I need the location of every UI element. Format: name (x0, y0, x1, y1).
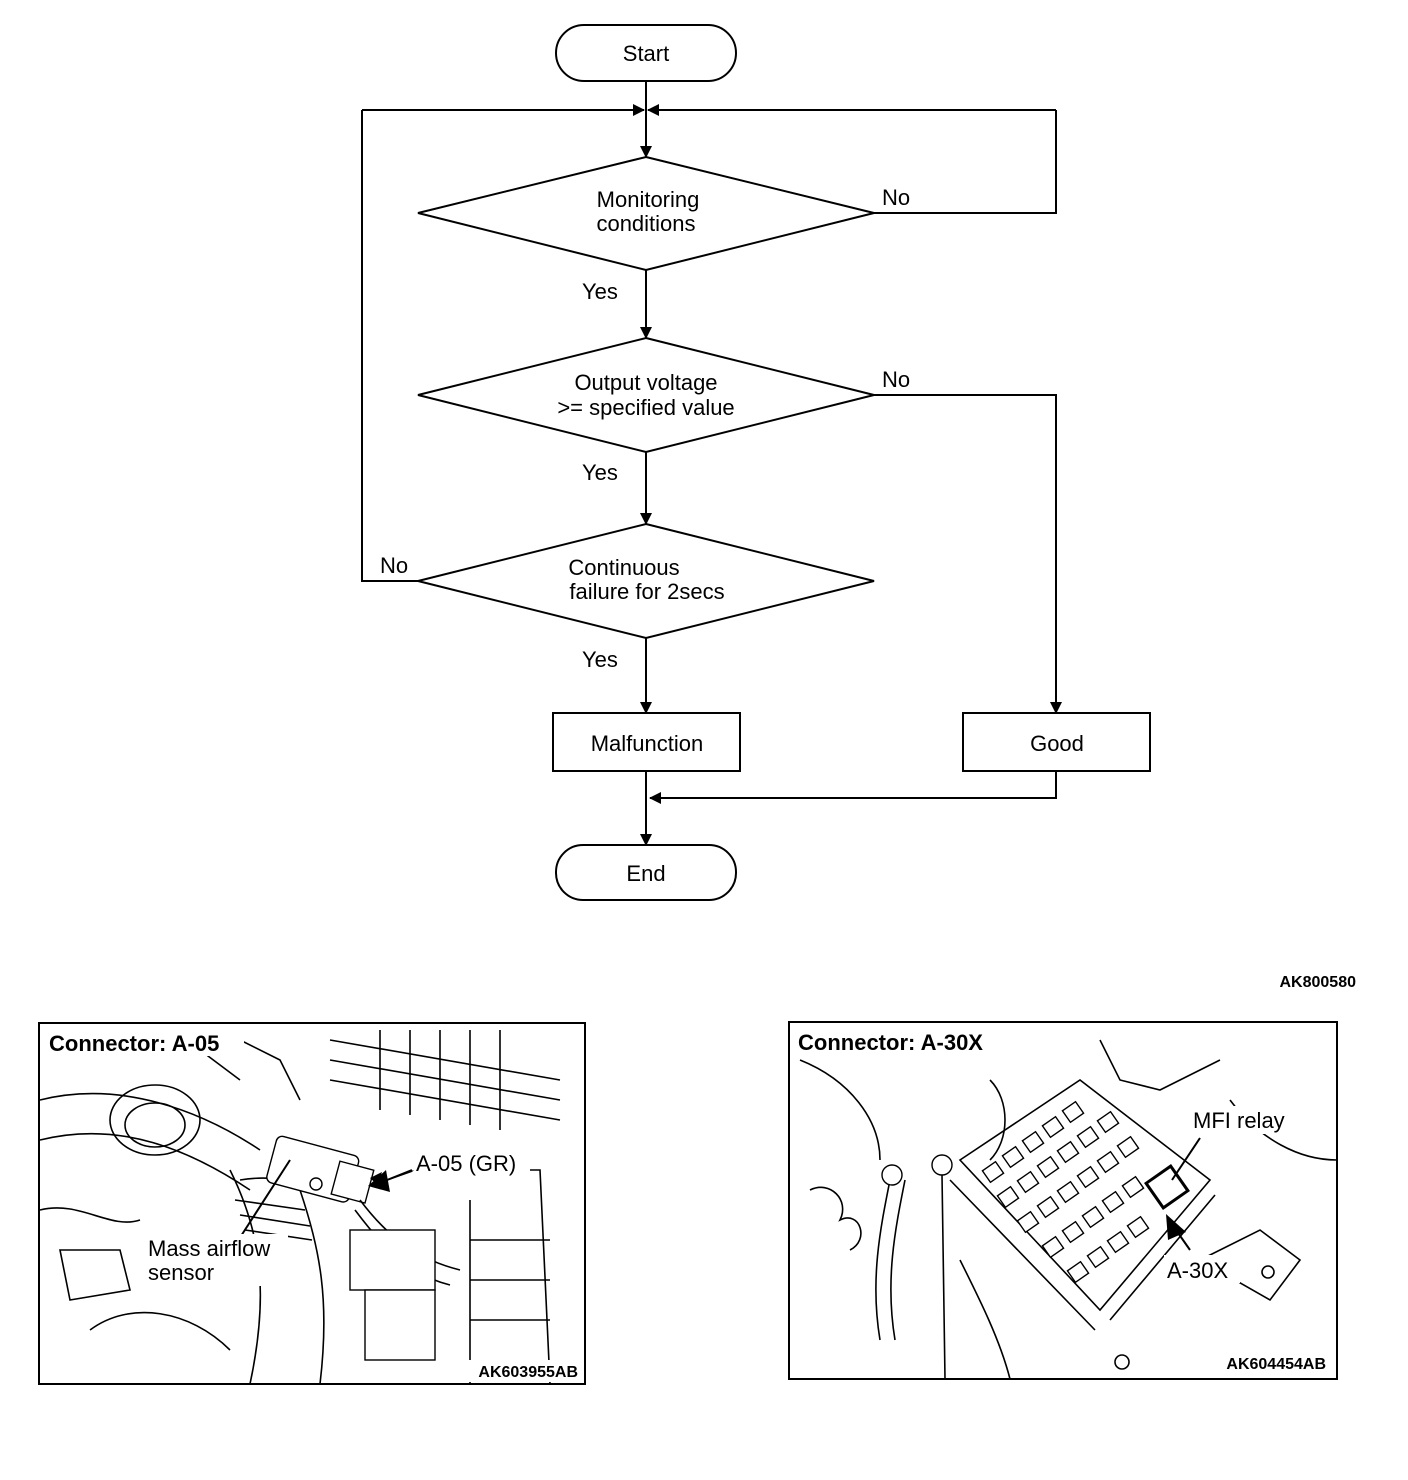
mass-airflow-label-line2: sensor (148, 1260, 214, 1285)
decision3-no-path (361, 110, 418, 582)
malfunction-label: Malfunction (591, 731, 704, 756)
a05-photo-code: AK603955AB (478, 1364, 578, 1381)
mfi-relay-label: MFI relay (1193, 1108, 1285, 1133)
decision1-no-path (874, 110, 1057, 214)
figure-code: AK800580 (1280, 974, 1357, 991)
a05-title: Connector: A-05 (49, 1031, 219, 1056)
a05-callout: A-05 (GR) (416, 1151, 516, 1176)
decision1-no-label: No (882, 185, 910, 210)
decision1-line2: conditions (596, 211, 695, 236)
mfi-relay (1144, 1164, 1190, 1210)
decision2-no-path (874, 394, 1062, 714)
mass-airflow-label-line1: Mass airflow (148, 1236, 270, 1261)
a30x-title: Connector: A-30X (798, 1030, 983, 1055)
good-box (962, 712, 1151, 772)
decision2-yes-label: Yes (582, 460, 618, 485)
end-label: End (626, 861, 665, 886)
relay-grid (981, 1100, 1150, 1284)
decision3-no-label: No (380, 553, 408, 578)
engine-bay-illustration-left (39, 1030, 561, 1384)
end-terminator (555, 844, 737, 901)
relay-box-illustration (799, 1039, 1337, 1379)
decision2-line2: >= specified value (557, 395, 734, 420)
decision2-line1: Output voltage (574, 370, 717, 395)
decision1-yes-label: Yes (582, 279, 618, 304)
good-label: Good (1030, 731, 1084, 756)
decision2-no-label: No (882, 367, 910, 392)
photo-connector-a30x: Connector: A-30X MFI relay A-30X AK60445… (788, 1021, 1338, 1380)
a30x-photo-code: AK604454AB (1226, 1356, 1326, 1373)
good-to-end-path (649, 771, 1057, 804)
decision3-line1: Continuous (568, 555, 679, 580)
photo-connector-a05: Connector: A-05 A-05 (GR) Mass airflow s… (38, 1022, 586, 1385)
start-label: Start (623, 41, 669, 66)
decision3-line2: failure for 2secs (569, 579, 724, 604)
decision3-yes-label: Yes (582, 647, 618, 672)
decision1-line1: Monitoring (597, 187, 700, 212)
a30x-callout: A-30X (1167, 1258, 1228, 1283)
flowchart: Start Monitoring conditions No Yes Outpu… (361, 24, 1151, 901)
